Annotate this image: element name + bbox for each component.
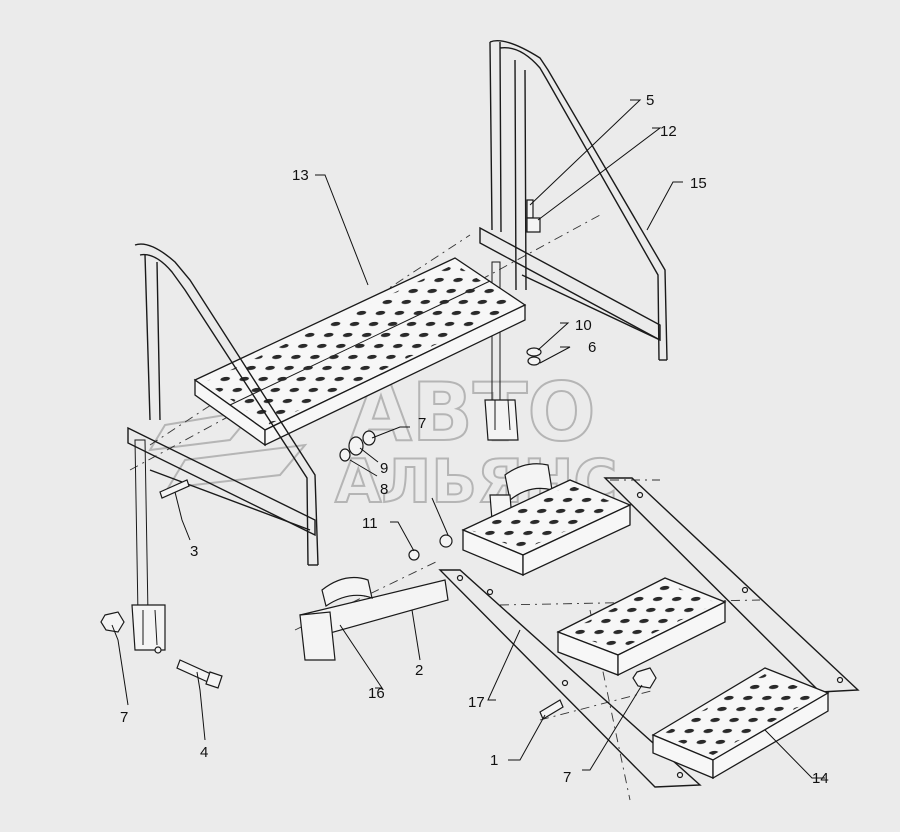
washer-11 [408,549,420,561]
washer-10 [526,347,542,357]
callout-17: 17 [468,694,485,711]
left-handrail [127,243,319,654]
bushing-12 [526,217,541,233]
callout-7-left: 7 [120,709,128,726]
callout-12: 12 [660,123,677,140]
callout-11: 11 [362,515,378,532]
support-bracket [299,577,449,661]
callout-13: 13 [292,167,309,184]
washer-8 [339,448,351,462]
callout-1: 1 [490,752,498,769]
callout-2: 2 [415,662,423,679]
platform [193,257,527,447]
callout-8: 8 [380,481,388,498]
right-handrail [479,40,668,441]
nut-7-right [632,667,657,689]
stair-steps [461,479,830,780]
nut-lower [439,534,453,548]
nut-7-upper [362,430,376,446]
callout-5: 5 [646,92,654,109]
callout-3: 3 [190,543,198,560]
stair-stringers [438,477,860,788]
callout-6: 6 [588,339,596,356]
callout-16: 16 [368,685,385,702]
callout-7-right: 7 [563,769,571,786]
callout-labels: 1 2 3 4 5 6 7 7 7 8 9 10 11 12 13 14 15 … [120,92,829,787]
callout-9: 9 [380,460,388,477]
hardware [100,199,657,720]
nut-7-left [100,611,125,633]
bolt-3 [159,479,190,499]
nut-6 [527,356,541,366]
leader-lines [111,99,825,779]
callout-10: 10 [575,317,592,334]
callout-14: 14 [812,770,829,787]
callout-15: 15 [690,175,707,192]
callout-4: 4 [200,744,208,761]
callout-7-upper: 7 [418,415,426,432]
bolt-1 [539,699,564,720]
washer-9 [348,436,364,456]
